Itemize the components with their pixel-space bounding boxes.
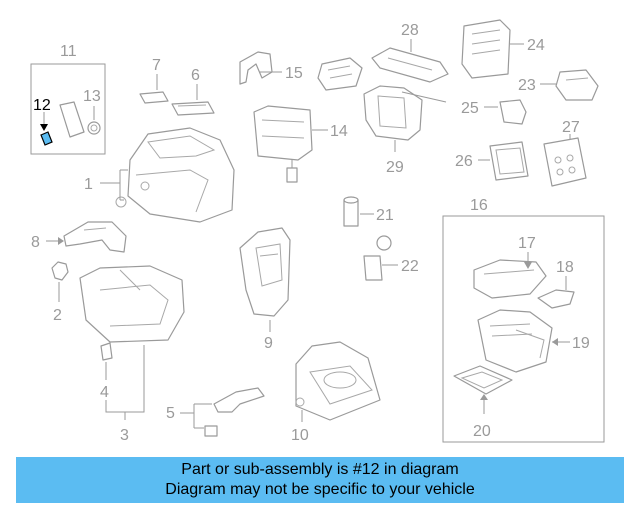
callout-15: 15	[285, 65, 303, 82]
callout-14: 14	[330, 123, 348, 140]
part-18-hinge	[537, 289, 575, 309]
part-17-armrest-lid	[473, 259, 547, 299]
callout-19: 19	[572, 335, 590, 352]
callout-6: 6	[191, 67, 200, 84]
callout-23: 23	[518, 77, 536, 94]
banner-line-2: Diagram may not be specific to your vehi…	[165, 481, 475, 498]
part-2-clip	[51, 261, 69, 281]
callout-11: 11	[60, 43, 77, 60]
group-box-16	[442, 215, 605, 443]
part-19-compartment	[477, 309, 553, 373]
part-23-knob	[555, 69, 599, 101]
banner-line-1: Part or sub-assembly is #12 in diagram	[181, 461, 459, 478]
part-21-socket	[343, 196, 359, 227]
callout-25: 25	[461, 100, 479, 117]
callout-1: 1	[84, 176, 93, 193]
callout-2: 2	[53, 307, 62, 324]
callout-24: 24	[527, 37, 545, 54]
part-25-bracket	[499, 99, 527, 125]
part-27-panel	[543, 137, 587, 187]
part-3-console-base	[79, 265, 185, 343]
part-4-bracket	[100, 342, 113, 361]
callout-20: 20	[473, 423, 491, 440]
part-24-module	[461, 19, 511, 79]
part-9-trim-panel	[239, 227, 291, 317]
part-28-cover	[371, 47, 449, 83]
callout-10: 10	[291, 427, 309, 444]
callout-18: 18	[556, 259, 574, 276]
callout-26: 26	[455, 153, 473, 170]
callout-29: 29	[386, 159, 404, 176]
part-13-strap	[59, 101, 101, 138]
callout-21: 21	[376, 207, 394, 224]
part-10-tray	[295, 341, 381, 421]
part-6-pad	[171, 101, 215, 116]
part-20-mat	[453, 365, 513, 395]
part-26-mat	[489, 141, 529, 181]
parts-diagram: 11 12 13 7 6 1 8	[30, 19, 605, 444]
part-15-bracket	[239, 51, 273, 85]
callout-5: 5	[166, 405, 175, 422]
part-12-clip	[40, 131, 53, 146]
part-8-bracket	[63, 221, 127, 253]
callout-8: 8	[31, 234, 40, 251]
callout-4: 4	[100, 384, 109, 401]
callout-27: 27	[562, 119, 580, 136]
callout-28: 28	[401, 22, 419, 39]
callout-17: 17	[518, 235, 536, 252]
part-shifter-bezel	[317, 57, 363, 91]
callout-3: 3	[120, 427, 129, 444]
part-1-console-body	[115, 127, 235, 223]
group-box-11	[30, 63, 106, 155]
callout-22: 22	[401, 258, 419, 275]
info-banner: Part or sub-assembly is #12 in diagram D…	[16, 457, 624, 503]
part-22-outlet	[363, 235, 392, 281]
callout-16: 16	[470, 197, 488, 214]
callout-12: 12	[33, 97, 51, 114]
callout-13: 13	[83, 88, 101, 105]
part-7-pad	[139, 91, 169, 104]
part-14-box	[253, 105, 313, 183]
callout-7: 7	[152, 57, 161, 74]
part-5-bracket	[204, 387, 265, 437]
callout-9: 9	[264, 335, 273, 352]
part-29-shifter	[363, 85, 447, 141]
